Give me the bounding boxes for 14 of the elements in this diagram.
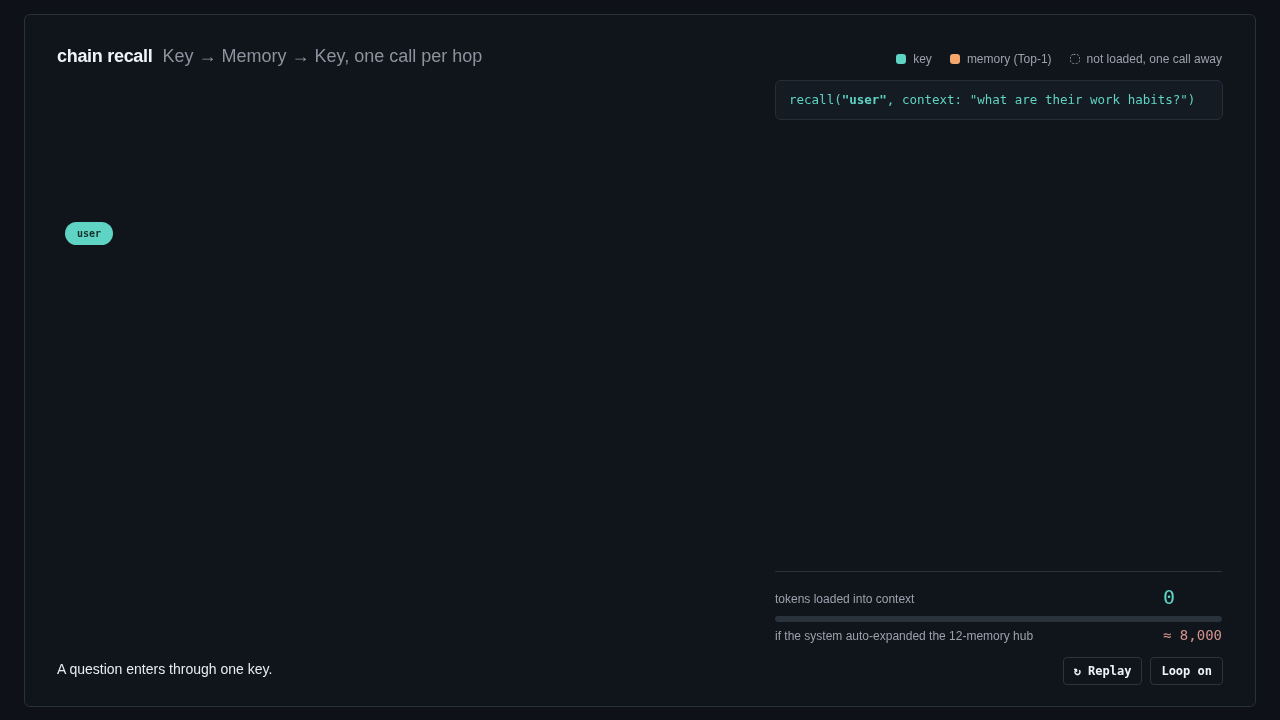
loop-toggle-button: Loop on (1150, 657, 1223, 685)
legend-label: not loaded, one call away (1086, 52, 1222, 66)
legend-label: memory (Top-1) (966, 52, 1052, 66)
caption: A question enters through one key. (57, 661, 273, 677)
legend-label: key (913, 52, 932, 66)
title: chain recall (57, 46, 153, 67)
token-count: 0 (1163, 585, 1176, 609)
replay-button: ↻ Replay (1062, 657, 1143, 685)
comparison-value: ≈ 8,000 (1163, 627, 1222, 643)
code-snippet: recall("user", context: "what are their work habits?") (775, 80, 1223, 120)
metric-label: tokens loaded into context (775, 592, 915, 606)
key-node: user (65, 222, 113, 245)
comparison-label: if the system auto-expanded the 12-memory hub (775, 629, 1034, 643)
subtitle: Key → Memory → Key, one call per hop (162, 46, 483, 67)
